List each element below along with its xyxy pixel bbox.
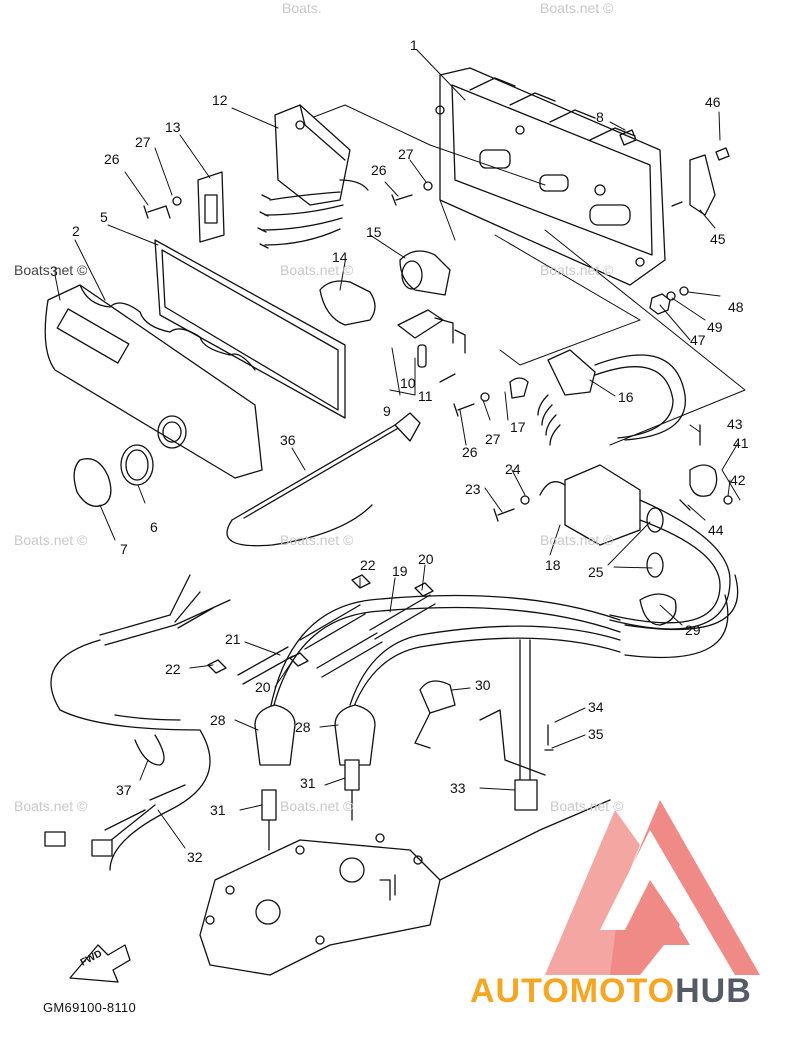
callout-21: 21: [225, 631, 241, 647]
forward-arrow-icon: [69, 944, 131, 983]
figure-code: GM69100-8110: [43, 1000, 136, 1015]
callout-22-lower: 22: [165, 661, 181, 677]
callout-46: 46: [705, 94, 721, 110]
callout-32: 32: [187, 849, 203, 865]
electrical-box-part: [435, 67, 666, 286]
bracket-part: [197, 171, 225, 243]
nut-washer-set: [649, 286, 689, 315]
callout-33: 33: [450, 780, 466, 796]
watermark: Boats.net ©: [550, 798, 624, 814]
callout-8: 8: [596, 109, 604, 125]
callout-14: 14: [332, 249, 348, 265]
callout-41: 41: [733, 435, 749, 451]
watermark: Boats.net ©: [280, 532, 354, 548]
callout-24: 24: [505, 461, 521, 477]
callout-26-left: 26: [104, 151, 120, 167]
callout-28-left: 28: [210, 712, 226, 728]
sensor-part: [397, 309, 466, 383]
callout-12: 12: [212, 92, 228, 108]
callout-27-right: 27: [485, 431, 501, 447]
watermark: Boats.net ©: [14, 798, 88, 814]
hose-set: [207, 574, 436, 685]
watermark: Boats.net ©: [540, 532, 614, 548]
callout-49: 49: [707, 319, 723, 335]
bolt-washer-set: [143, 129, 730, 522]
callout-26-right: 26: [462, 444, 478, 460]
watermark: Boats.net ©: [14, 262, 88, 278]
brand-part-hub: HUB: [675, 972, 752, 1010]
callout-25: 25: [588, 564, 604, 580]
brand-part-auto: AUTO: [470, 972, 570, 1010]
callout-27-mid: 27: [398, 146, 414, 162]
ignition-coil-part: [539, 464, 731, 630]
brand-wordmark: AUTOMOTOHUB: [470, 968, 795, 1014]
callout-35: 35: [588, 726, 604, 742]
callout-1: 1: [410, 37, 418, 53]
callout-16: 16: [618, 389, 634, 405]
plug-cap-part: [254, 704, 376, 766]
leader-lines: [54, 49, 741, 849]
control-unit-part: [257, 104, 369, 249]
box-cover-part: [44, 284, 263, 479]
base-plate-part: [199, 799, 611, 976]
callout-28-right: 28: [295, 719, 311, 735]
cable-36-part: [226, 412, 421, 547]
brand-logo-icon: [545, 800, 760, 975]
callout-11: 11: [418, 388, 433, 404]
bracket-45-part: [671, 154, 716, 216]
callout-45: 45: [710, 231, 726, 247]
callout-26-mid: 26: [371, 162, 387, 178]
callout-10: 10: [400, 375, 416, 391]
assembly-boundary-line: [279, 104, 746, 446]
high-tension-lead: [269, 574, 739, 723]
callout-20-upper: 20: [418, 551, 434, 567]
grommet-part: [646, 507, 664, 578]
callout-2: 2: [72, 223, 80, 239]
watermark: Boats.net ©: [280, 262, 354, 278]
wire-harness-part: [44, 574, 231, 871]
watermark: Boats.net ©: [540, 262, 614, 278]
callout-30: 30: [475, 677, 491, 693]
callout-42: 42: [730, 472, 746, 488]
callout-29: 29: [685, 622, 701, 638]
callout-43: 43: [727, 416, 743, 432]
callout-47: 47: [690, 332, 706, 348]
spark-plug-part: [261, 759, 360, 851]
callout-44: 44: [708, 522, 724, 538]
callout-27-left: 27: [135, 134, 151, 150]
callout-18: 18: [545, 557, 561, 573]
ignition-coil-unit-part: [509, 349, 686, 446]
callout-15: 15: [366, 224, 382, 240]
sensor-bracket-part: [414, 639, 554, 811]
brand-part-moto: MOTO: [569, 972, 676, 1010]
callout-20-lower: 20: [255, 679, 271, 695]
callout-7: 7: [120, 541, 128, 557]
callout-5: 5: [100, 209, 108, 225]
callout-37: 37: [116, 782, 132, 798]
callout-31-left: 31: [210, 802, 226, 818]
callout-48: 48: [728, 299, 744, 315]
callout-6: 6: [150, 519, 158, 535]
callout-9: 9: [383, 403, 391, 419]
cap-and-seal-part: [73, 444, 154, 507]
callout-13: 13: [165, 119, 181, 135]
watermark: Boats.net ©: [14, 532, 88, 548]
watermark: Boats.: [282, 0, 322, 16]
clamp-set-41-44: [679, 424, 733, 511]
callout-17: 17: [510, 419, 526, 435]
callout-3: 3: [50, 263, 58, 279]
relay-part: [319, 250, 451, 326]
callout-23: 23: [465, 481, 481, 497]
callout-31-right: 31: [300, 775, 316, 791]
clip-29-part: [639, 593, 677, 626]
callout-34: 34: [588, 699, 604, 715]
callout-36: 36: [280, 432, 296, 448]
gasket-part: [154, 239, 346, 419]
watermark: Boats.net ©: [280, 798, 354, 814]
callout-22-upper: 22: [360, 557, 376, 573]
callout-19: 19: [392, 563, 408, 579]
watermark: Boats.net ©: [540, 0, 614, 16]
